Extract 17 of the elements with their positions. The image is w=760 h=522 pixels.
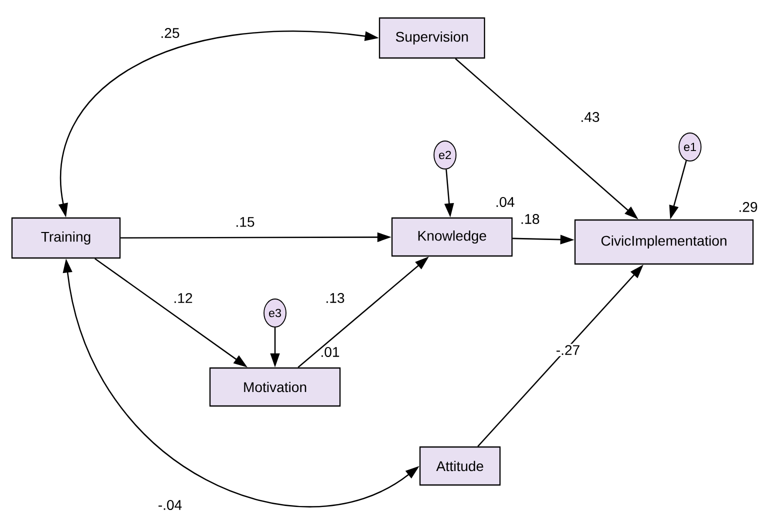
variable-box: CivicImplementation: [574, 219, 754, 265]
edge-label: .13: [324, 292, 346, 304]
edge-label: .15: [234, 216, 256, 228]
edge-label: .12: [172, 292, 194, 304]
coefficient-label: .04: [496, 197, 514, 207]
coefficient-label: .29: [740, 202, 758, 212]
variable-box: Training: [11, 217, 121, 259]
edge-label: .18: [519, 212, 541, 226]
edge-label: -.27: [554, 344, 582, 356]
edge-label: .43: [579, 110, 601, 124]
variable-box: Knowledge: [391, 217, 513, 257]
edge-label: .25: [159, 26, 181, 40]
edge-label: -.04: [156, 498, 184, 512]
variable-box: Attitude: [419, 446, 501, 486]
variable-box: Motivation: [209, 367, 341, 407]
variable-box: Supervision: [378, 17, 486, 59]
coefficient-label: .01: [322, 347, 340, 357]
